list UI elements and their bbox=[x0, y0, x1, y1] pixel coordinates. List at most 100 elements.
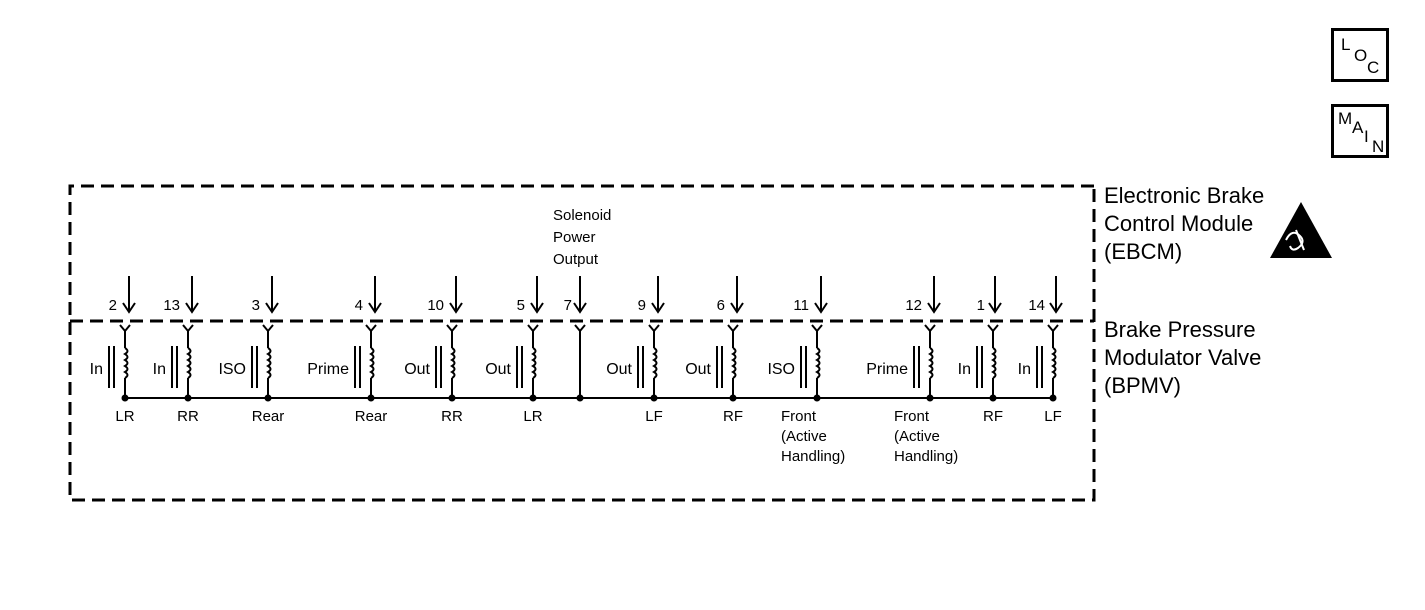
valve-location-label: RF bbox=[723, 408, 743, 425]
valve-location-label: LF bbox=[645, 408, 663, 425]
solenoid-label-line2: Power bbox=[553, 229, 596, 246]
solenoid-coil-icon bbox=[531, 347, 537, 379]
arrow-down-icon bbox=[988, 302, 1002, 314]
solenoid-function-label: Out bbox=[606, 361, 632, 378]
valve-location-label: LF bbox=[1044, 408, 1062, 425]
solenoid-coil-icon bbox=[450, 347, 456, 379]
arrow-down-icon bbox=[530, 302, 544, 314]
bpmv-label-line1: Brake Pressure bbox=[1104, 317, 1256, 342]
solenoid-function-label: In bbox=[90, 361, 103, 378]
valve-location-label: RR bbox=[177, 408, 199, 425]
bpmv-label-line2: Modulator Valve bbox=[1104, 345, 1261, 370]
pin-number: 11 bbox=[793, 297, 809, 314]
valve-location-label: RR bbox=[441, 408, 463, 425]
pin-number: 14 bbox=[1028, 297, 1045, 314]
solenoid-coil-icon bbox=[731, 347, 737, 379]
solenoid-function-label: ISO bbox=[767, 361, 795, 378]
ebcm-label-line2: Control Module bbox=[1104, 211, 1253, 236]
loc-button[interactable]: L O C bbox=[1331, 28, 1389, 82]
connector-terminal-icon bbox=[727, 324, 739, 333]
solenoid-coil-icon bbox=[369, 347, 375, 379]
solenoid-function-label: Prime bbox=[866, 361, 908, 378]
ebcm-label-line3: (EBCM) bbox=[1104, 239, 1182, 264]
pin-number: 1 bbox=[977, 297, 985, 314]
pin-number: 12 bbox=[905, 297, 922, 314]
valve-location-label: (Active bbox=[894, 428, 940, 445]
arrow-down-icon bbox=[1049, 302, 1063, 314]
valve-location-label: Handling) bbox=[894, 448, 958, 465]
main-letter-m: M bbox=[1338, 109, 1353, 128]
pin-number: 2 bbox=[109, 297, 117, 314]
connector-terminal-icon bbox=[811, 324, 823, 333]
valve-location-label: Rear bbox=[355, 408, 388, 425]
solenoid-function-label: In bbox=[958, 361, 971, 378]
ebcm-module-boundary bbox=[68, 184, 1096, 502]
loc-letter-o: O bbox=[1354, 46, 1368, 65]
solenoid-function-label: ISO bbox=[218, 361, 246, 378]
pin-circuit-7: 7 bbox=[564, 276, 587, 402]
splice-dot bbox=[813, 394, 821, 402]
valve-location-label: RF bbox=[983, 408, 1003, 425]
pin-number: 3 bbox=[252, 297, 260, 314]
ebcm-label-line1: Electronic Brake bbox=[1104, 183, 1264, 208]
esd-warning-icon bbox=[1270, 202, 1332, 258]
pin-number: 5 bbox=[517, 297, 525, 314]
splice-dot bbox=[184, 394, 192, 402]
main-letter-a: A bbox=[1352, 118, 1364, 137]
connector-terminal-icon bbox=[924, 324, 936, 333]
bpmv-label-line3: (BPMV) bbox=[1104, 373, 1181, 398]
splice-dot bbox=[989, 394, 997, 402]
valve-location-label: LR bbox=[115, 408, 134, 425]
arrow-down-icon bbox=[573, 302, 587, 314]
pin-number: 4 bbox=[355, 297, 363, 314]
solenoid-coil-icon bbox=[815, 347, 821, 379]
splice-dot bbox=[529, 394, 537, 402]
solenoid-function-label: Prime bbox=[307, 361, 349, 378]
connector-terminal-icon bbox=[446, 324, 458, 333]
connector-terminal-icon bbox=[527, 324, 539, 333]
arrow-down-icon bbox=[265, 302, 279, 314]
arrow-down-icon bbox=[730, 302, 744, 314]
arrow-down-icon bbox=[449, 302, 463, 314]
connector-terminal-icon bbox=[1047, 324, 1059, 333]
splice-dot bbox=[926, 394, 934, 402]
solenoid-label-line3: Output bbox=[553, 251, 599, 268]
splice-dot bbox=[729, 394, 737, 402]
splice-dot bbox=[448, 394, 456, 402]
solenoid-function-label: Out bbox=[485, 361, 511, 378]
pin-number: 13 bbox=[163, 297, 180, 314]
splice-dot bbox=[264, 394, 272, 402]
solenoid-coil-icon bbox=[991, 347, 997, 379]
solenoid-function-label: In bbox=[1018, 361, 1031, 378]
arrow-down-icon bbox=[927, 302, 941, 314]
splice-dot bbox=[121, 394, 129, 402]
main-button[interactable]: M A I N bbox=[1331, 104, 1389, 158]
arrow-down-icon bbox=[185, 302, 199, 314]
solenoid-function-label: Out bbox=[685, 361, 711, 378]
valve-location-label: LR bbox=[523, 408, 542, 425]
solenoid-function-label: Out bbox=[404, 361, 430, 378]
connector-terminal-icon bbox=[987, 324, 999, 333]
pin-number: 6 bbox=[717, 297, 725, 314]
splice-dot bbox=[367, 394, 375, 402]
connector-terminal-icon bbox=[365, 324, 377, 333]
solenoid-coil-icon bbox=[123, 347, 129, 379]
valve-location-label: (Active bbox=[781, 428, 827, 445]
valve-location-label: Rear bbox=[252, 408, 285, 425]
arrow-down-icon bbox=[368, 302, 382, 314]
solenoid-coil-icon bbox=[1051, 347, 1057, 379]
loc-letter-c: C bbox=[1367, 58, 1380, 77]
solenoid-coil-icon bbox=[186, 347, 192, 379]
solenoid-coil-icon bbox=[928, 347, 934, 379]
valve-location-label: Handling) bbox=[781, 448, 845, 465]
